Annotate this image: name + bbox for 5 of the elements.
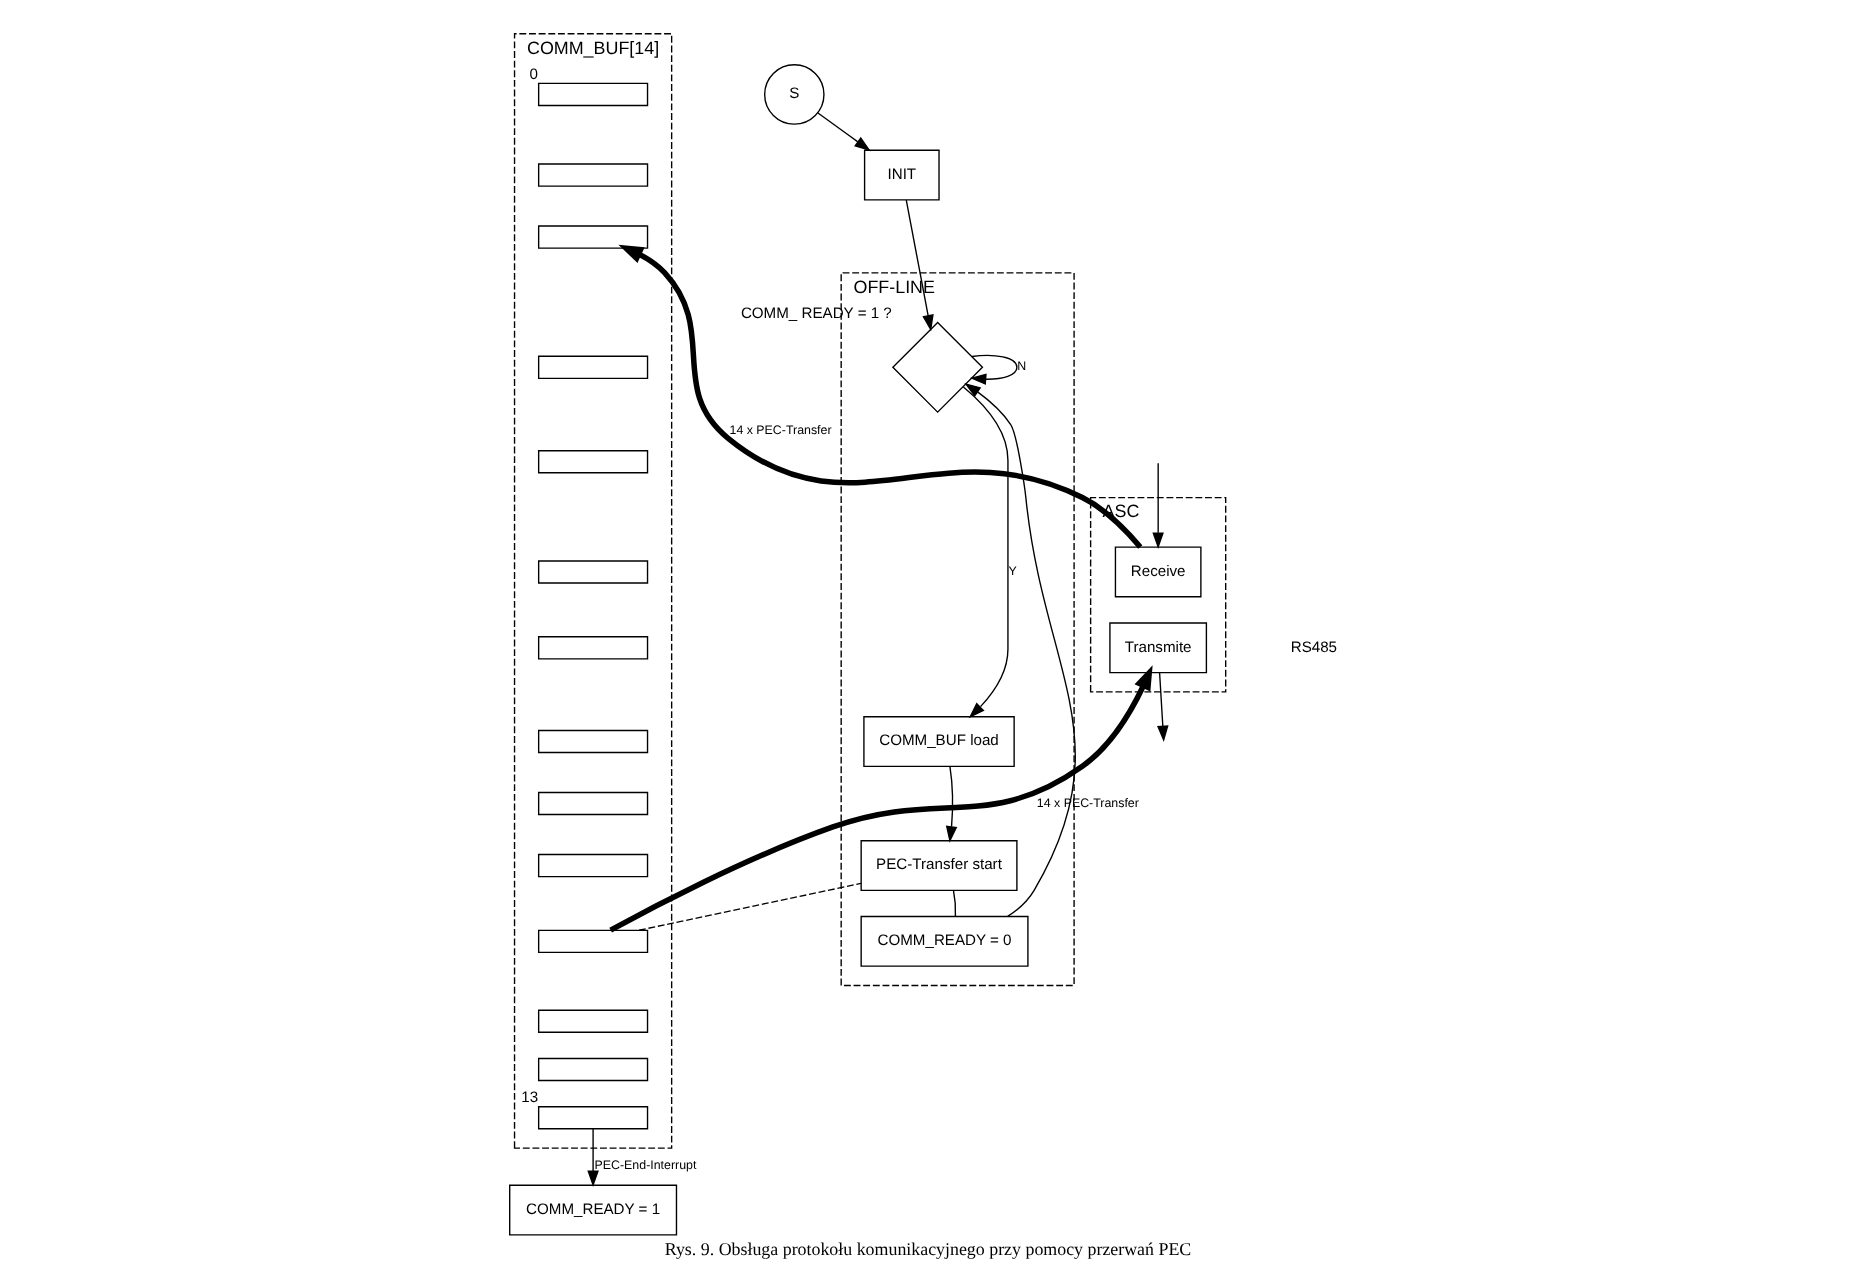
node-label: 0: [529, 65, 539, 83]
caption: Rys. 9. Obsługa protokołu komunikacyjnego przy pomocy przerwań PEC: [664, 1238, 1192, 1259]
node-label: COMM_ READY = 1 ?: [740, 304, 892, 323]
node-label: 13: [521, 1088, 539, 1107]
label: RS485: [1290, 637, 1338, 656]
